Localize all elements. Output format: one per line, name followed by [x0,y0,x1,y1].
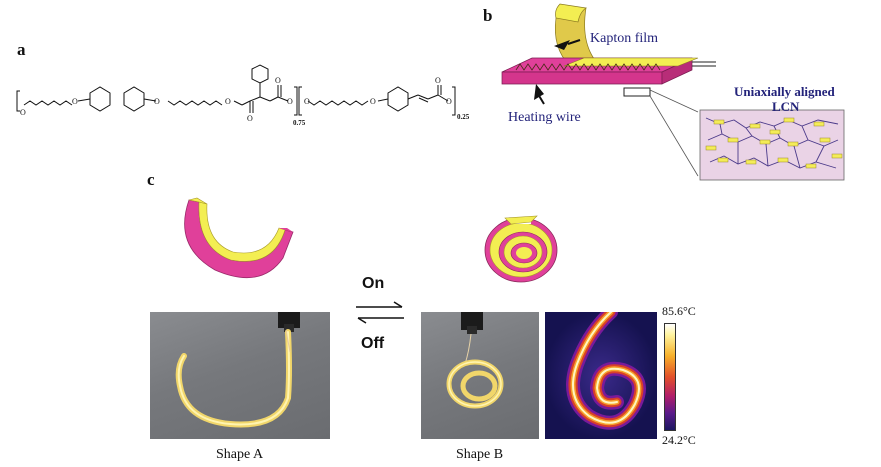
reversible-arrows [356,301,404,324]
svg-text:O: O [72,97,78,106]
lcn-label-line2: LCN [772,99,800,114]
temp-min-label: 24.2°C [662,433,696,447]
shape-b-photo [421,312,539,439]
shape-a-photo [150,312,330,439]
shape-a-caption: Shape A [216,447,264,462]
shape-b-caption: Shape B [456,447,504,462]
svg-text:O: O [275,76,281,85]
lcn-label-line1: Uniaxially aligned [734,84,835,99]
off-label: Off [361,335,385,352]
svg-text:O: O [225,97,231,106]
device-schematic [501,3,845,181]
svg-text:O: O [20,108,26,117]
svg-text:O: O [304,97,310,106]
panel-b-label: b [483,6,493,25]
svg-text:O: O [154,97,160,106]
thermal-image [545,312,657,439]
polymer-structure: O O O O O O O O O O O 0.75 0.25 [16,64,470,127]
svg-text:O: O [370,97,376,106]
panel-a-label: a [17,40,26,59]
subscript-075: 0.75 [293,119,306,127]
kapton-film-label: Kapton film [590,31,659,46]
svg-text:O: O [287,97,293,106]
panel-c-label: c [147,170,155,189]
shape-b-render [484,215,558,283]
svg-text:O: O [247,114,253,123]
svg-text:O: O [435,76,441,85]
temp-max-label: 85.6°C [662,304,696,318]
svg-text:O: O [446,97,452,106]
shape-a-render [184,197,294,279]
temperature-colorbar [664,323,676,431]
heating-wire-label: Heating wire [508,110,581,125]
subscript-025: 0.25 [457,113,470,121]
on-label: On [362,275,385,292]
